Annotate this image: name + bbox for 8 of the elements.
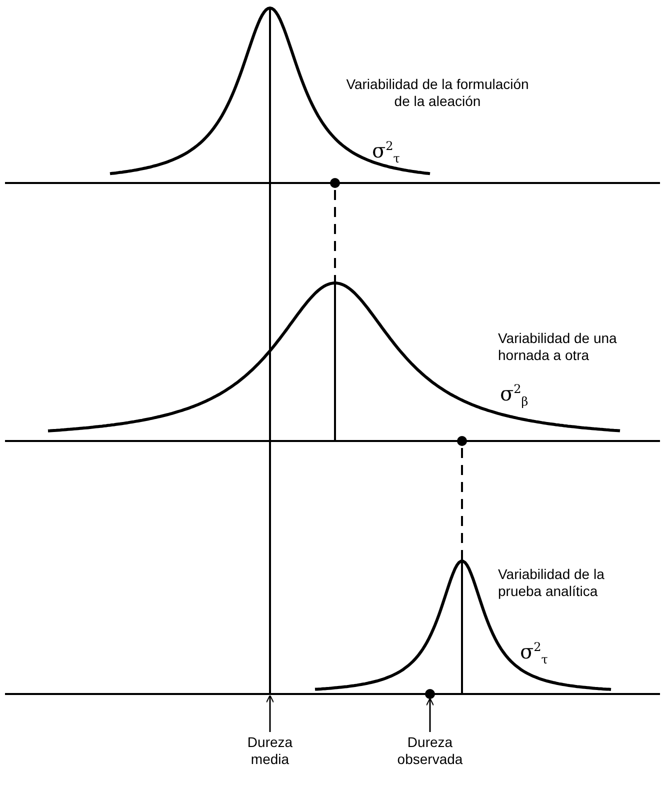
leader-arrow [266, 694, 274, 732]
axis-label: Dureza observada [385, 734, 475, 768]
curve-label: Variabilidad de la formulación de la aleación [345, 76, 530, 110]
curve-label: Variabilidad de una hornada a otra [498, 330, 618, 364]
leader-arrow [426, 698, 434, 732]
axis-label: Dureza media [230, 734, 310, 768]
curve-label: Variabilidad de la prueba analítica [498, 566, 606, 600]
point-marker [425, 689, 435, 699]
